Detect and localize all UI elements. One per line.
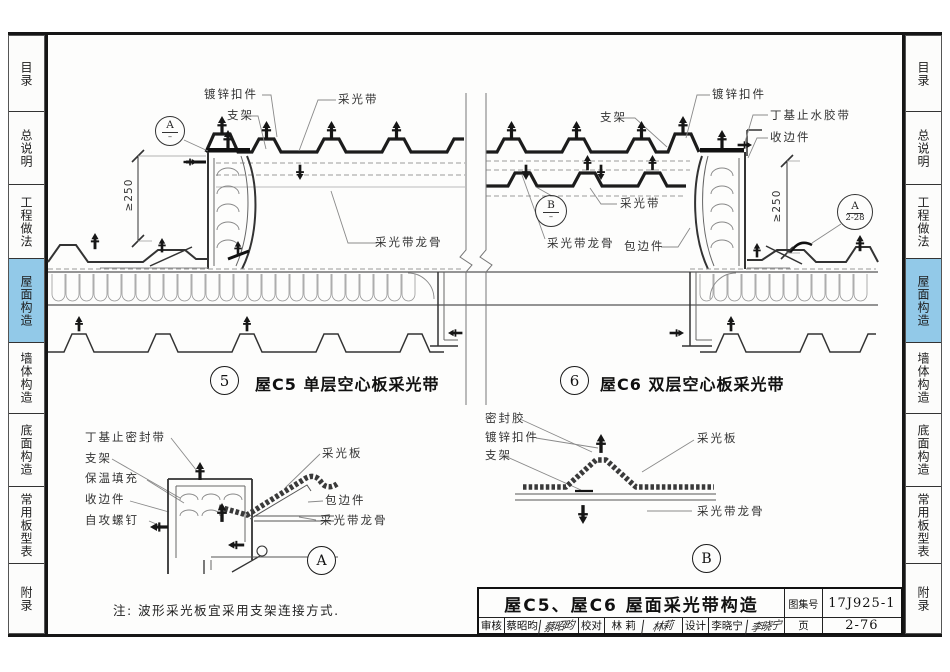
reviewer-signature: 蔡昭昀 — [538, 615, 580, 636]
detail-marker-letter: A — [162, 120, 178, 134]
dimension-min-250: ≥250 — [771, 189, 783, 223]
label-skylight-band-purlin: 采光带龙骨 — [547, 236, 615, 250]
checker-name: 林 莉 — [603, 618, 643, 633]
label-bracket: 支架 — [600, 110, 627, 124]
designer-name: 李晓宁 — [707, 618, 746, 633]
label-sealant: 密封胶 — [485, 411, 526, 425]
label-skylight-band: 采光带 — [620, 196, 661, 210]
detail-reference-letter: A — [847, 200, 863, 214]
label-edge-trim: 收边件 — [770, 130, 811, 144]
label-edge-trim: 收边件 — [85, 492, 126, 506]
figure-number-circle-5: 5 — [210, 366, 239, 395]
label-wrap-edge-piece: 包边件 — [325, 493, 366, 507]
label-self-tapping-screw: 自攻螺钉 — [85, 513, 139, 527]
detail-title-circle-b: B — [692, 544, 721, 573]
figure-caption-5: 屋C5 单层空心板采光带 — [255, 375, 440, 394]
detail-marker-letter: B — [543, 200, 559, 214]
title-block-bottom-row: 审核 蔡昭昀 蔡昭昀 校对 林 莉 林莉 设计 李晓宁 李晓宁 页 2-76 — [479, 615, 901, 636]
tab-contents: 目录 — [906, 36, 941, 112]
sheet-title: 屋C5、屋C6 屋面采光带构造 — [504, 595, 759, 616]
figure-number-circle-6: 6 — [560, 366, 589, 395]
tab-engineering-practice: 工程做法 — [9, 185, 44, 259]
top-border-line — [8, 32, 942, 35]
label-bracket: 支架 — [227, 108, 254, 122]
tab-appendix: 附录 — [916, 585, 930, 612]
dimension-min-250: ≥250 — [123, 178, 135, 212]
title-block: 屋C5、屋C6 屋面采光带构造 图集号 17J925-1 审核 蔡昭昀 蔡昭昀 … — [477, 587, 903, 636]
label-skylight-band: 采光带 — [338, 92, 379, 106]
reviewer-label: 审核 — [480, 620, 502, 632]
label-galvanized-clip: 镀锌扣件 — [485, 430, 539, 444]
atlas-number-value: 17J925-1 — [821, 589, 901, 617]
detail-reference-a-2-28: A 2-28 — [837, 194, 873, 230]
figure-caption-6: 屋C6 双层空心板采光带 — [600, 375, 785, 394]
tab-roof-construction: 屋面构造 — [9, 259, 44, 343]
label-galvanized-clip: 镀锌扣件 — [712, 87, 766, 101]
designer-signature: 李晓宁 — [744, 615, 786, 636]
label-skylight-panel: 采光板 — [697, 431, 738, 445]
tab-wall-construction: 墙体构造 — [9, 343, 44, 414]
tab-appendix: 附录 — [19, 585, 33, 612]
label-bracket: 支架 — [485, 448, 512, 462]
tab-contents: 目录 — [9, 36, 44, 112]
label-butyl-sealing-tape: 丁基止密封带 — [85, 430, 166, 444]
label-butyl-waterstop-tape: 丁基止水胶带 — [770, 108, 851, 122]
reviewer-name: 蔡昭昀 — [503, 618, 540, 633]
detail-marker-b: B – — [535, 195, 567, 227]
bottom-border-line — [8, 634, 942, 637]
designer-label: 设计 — [682, 618, 708, 633]
label-skylight-band-purlin: 采光带龙骨 — [375, 235, 443, 249]
checker-signature: 林莉 — [641, 615, 684, 636]
detail-reference-page: 2-28 — [845, 212, 865, 223]
sidebar-right: 目录 总说明 工程做法 屋面构造 墙体构造 底面构造 常用板型表 附录 — [905, 35, 942, 634]
label-wrap-edge-piece: 包边件 — [624, 239, 665, 253]
detail-marker-sheet: – — [549, 212, 553, 222]
tab-soffit-construction: 底面构造 — [9, 414, 44, 487]
tab-panel-type-table: 常用板型表 — [906, 487, 941, 564]
tab-general-notes: 总说明 — [9, 112, 44, 185]
page-number: 2-76 — [821, 618, 901, 633]
title-block-top-row: 屋C5、屋C6 屋面采光带构造 图集号 17J925-1 — [479, 589, 901, 618]
detail-marker-sheet: – — [168, 132, 172, 142]
label-skylight-band-purlin: 采光带龙骨 — [697, 504, 765, 518]
tab-wall-construction: 墙体构造 — [906, 343, 941, 414]
label-skylight-panel: 采光板 — [322, 446, 363, 460]
checker-label: 校对 — [578, 618, 604, 633]
sidebar-left: 目录 总说明 工程做法 屋面构造 墙体构造 底面构造 常用板型表 附录 — [8, 35, 45, 634]
tab-engineering-practice: 工程做法 — [906, 185, 941, 259]
tab-soffit-construction: 底面构造 — [906, 414, 941, 487]
atlas-number-label: 图集号 — [784, 589, 822, 617]
detail-title-circle-a: A — [307, 546, 336, 575]
label-skylight-band-purlin: 采光带龙骨 — [320, 513, 388, 527]
tab-roof-construction: 屋面构造 — [906, 259, 941, 343]
tab-panel-type-table: 常用板型表 — [9, 487, 44, 564]
label-bracket: 支架 — [85, 451, 112, 465]
page-label: 页 — [784, 618, 822, 633]
label-insulation-infill: 保温填充 — [85, 471, 139, 485]
label-galvanized-clip: 镀锌扣件 — [204, 87, 258, 101]
tab-general-notes: 总说明 — [906, 112, 941, 185]
drawing-note: 注: 波形采光板宜采用支架连接方式. — [113, 603, 340, 618]
detail-marker-a: A – — [155, 116, 185, 146]
